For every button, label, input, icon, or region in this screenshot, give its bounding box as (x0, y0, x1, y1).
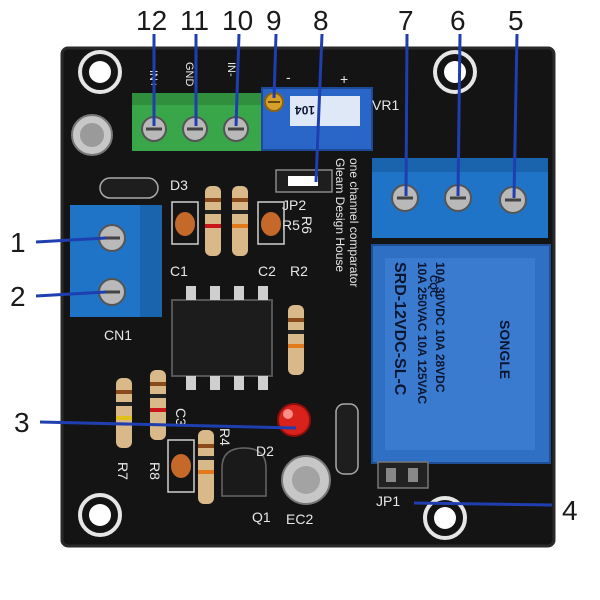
resistor-r5 (205, 186, 221, 256)
relay-cqc: CQC (427, 275, 438, 297)
resistor-r8 (150, 370, 166, 440)
label-ec2: EC2 (286, 511, 313, 527)
label-minus: - (286, 69, 291, 85)
relay-rating-2: 10A 30VDC 10A 28VDC (433, 262, 447, 393)
label-r5: R5 (282, 217, 300, 233)
callout-number-12: 12 (136, 5, 167, 36)
label-plus: + (340, 71, 348, 87)
relay-rating-1: 10A 250VAC 10A 125VAC (415, 262, 429, 404)
silk-brand-line1: Gleam Design House (333, 158, 347, 272)
led-d2 (277, 403, 311, 437)
label-d3: D3 (170, 177, 188, 193)
label-vr1: VR1 (372, 97, 399, 113)
capacitor-ec2 (281, 455, 331, 505)
callout-line-7 (404, 33, 409, 197)
label-c1: C1 (170, 263, 188, 279)
capacitor-c2 (257, 201, 285, 245)
jumper-jp1 (377, 461, 429, 489)
label-r2: R2 (290, 263, 308, 279)
callout-line-4 (413, 501, 553, 507)
callout-line-5 (512, 33, 519, 199)
callout-line-6 (456, 33, 462, 197)
callout-number-6: 6 (450, 5, 466, 36)
callout-line-2 (35, 290, 107, 298)
mounting-hole-bottom-right (423, 496, 467, 540)
resistor-r6 (232, 186, 248, 256)
callout-line-10 (234, 33, 241, 127)
diode-d3 (99, 177, 159, 199)
label-r6: R6 (299, 216, 315, 234)
relay-songle (371, 244, 551, 464)
jumper-jp2 (275, 169, 333, 193)
transistor-q1 (221, 447, 267, 497)
resistor-r4 (198, 430, 214, 504)
callout-number-7: 7 (398, 5, 414, 36)
callout-number-1: 1 (10, 227, 26, 258)
label-r4: R4 (217, 428, 233, 446)
callout-number-9: 9 (266, 5, 282, 36)
diode-relay-flyback (335, 403, 359, 475)
capacitor-c1 (171, 201, 199, 245)
callout-number-8: 8 (313, 5, 329, 36)
pot-code: 104 (295, 103, 315, 117)
mounting-hole-top-left (78, 50, 122, 94)
callout-number-11: 11 (180, 5, 209, 36)
callout-line-3 (39, 420, 297, 430)
callout-line-8 (314, 33, 324, 183)
potentiometer-vr1 (261, 87, 373, 151)
resistor-r7 (116, 378, 132, 448)
callout-lines (35, 33, 553, 507)
label-jp2: JP2 (282, 197, 306, 213)
label-jp1: JP1 (376, 493, 400, 509)
callout-line-1 (35, 236, 107, 244)
callout-number-4: 4 (562, 495, 578, 526)
callout-number-10: 10 (222, 5, 253, 36)
label-d2: D2 (256, 443, 274, 459)
pcb-edge (60, 46, 556, 548)
callout-line-9 (272, 33, 278, 99)
callout-number-3: 3 (14, 407, 30, 438)
callout-number-5: 5 (508, 5, 524, 36)
label-cn1: CN1 (104, 327, 132, 343)
ic-comparator-chip (171, 286, 273, 390)
power-terminal-cn1 (70, 205, 162, 317)
output-terminal-blue (372, 158, 548, 238)
capacitor-c3 (167, 439, 195, 493)
label-c3: C3 (173, 408, 189, 426)
label-q1: Q1 (252, 509, 271, 525)
callout-number-2: 2 (10, 281, 26, 312)
label-r7: R7 (115, 462, 131, 480)
label-in-minus: IN- (225, 62, 237, 77)
mounting-hole-bottom-left (78, 493, 122, 537)
label-c2: C2 (258, 263, 276, 279)
relay-model: SRD-12VDC-SL-C (391, 262, 408, 396)
resistor-r2 (288, 305, 304, 375)
label-gnd: GND (183, 62, 195, 87)
silk-brand-line2: one channel comparator (347, 158, 361, 287)
relay-brand: SONGLE (497, 320, 513, 379)
label-r8: R8 (147, 462, 163, 480)
capacitor-electrolytic-top (71, 114, 113, 156)
